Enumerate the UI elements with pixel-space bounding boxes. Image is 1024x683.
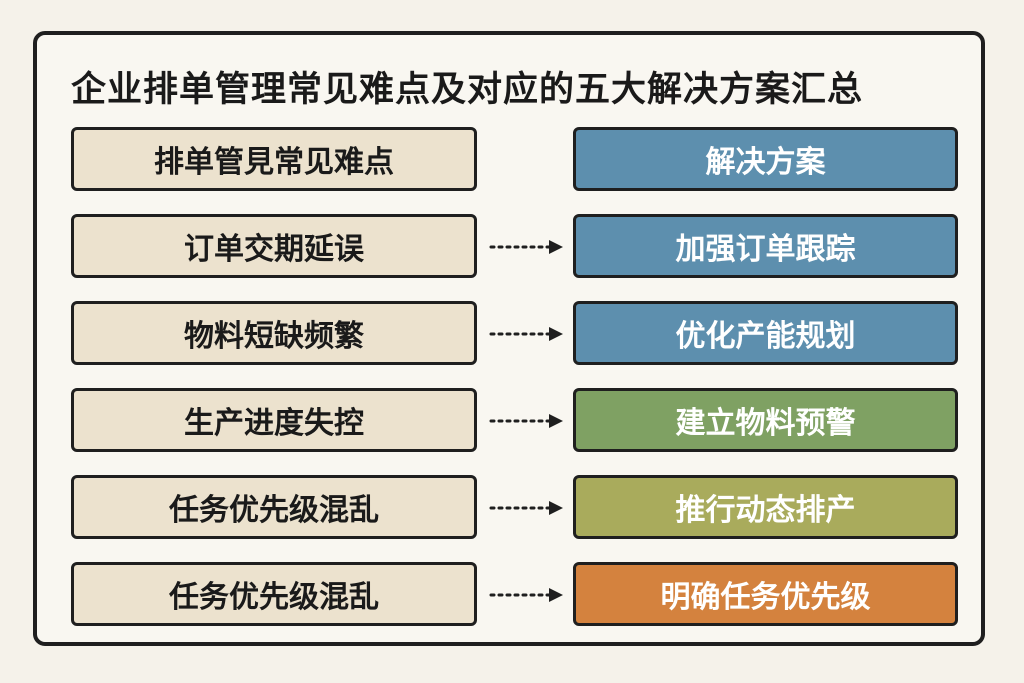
dotted-arrow [489, 501, 563, 515]
problem-box: 订单交期延误 [71, 214, 477, 278]
solution-box: 推行动态排产 [573, 475, 958, 539]
problem-box: 任务优先级混乱 [71, 562, 477, 626]
solutions-header: 解决方案 [573, 127, 958, 191]
solution-box: 优化产能规划 [573, 301, 958, 365]
solution-box: 明确任务优先级 [573, 562, 958, 626]
solution-box: 加强订单跟踪 [573, 214, 958, 278]
problem-box: 任务优先级混乱 [71, 475, 477, 539]
dotted-arrow [489, 327, 563, 341]
diagram-title: 企业排单管理常见难点及对应的五大解决方案汇总 [71, 70, 864, 110]
solution-box: 建立物料预警 [573, 388, 958, 452]
dotted-arrow [489, 414, 563, 428]
dotted-arrow [489, 588, 563, 602]
problems-header: 排单管見常见难点 [71, 127, 477, 191]
problem-box: 物料短缺频繁 [71, 301, 477, 365]
dotted-arrow [489, 240, 563, 254]
diagram-frame: 企业排单管理常见难点及对应的五大解决方案汇总 排单管見常见难点 解决方案 订单交… [33, 31, 985, 646]
problem-box: 生产进度失控 [71, 388, 477, 452]
